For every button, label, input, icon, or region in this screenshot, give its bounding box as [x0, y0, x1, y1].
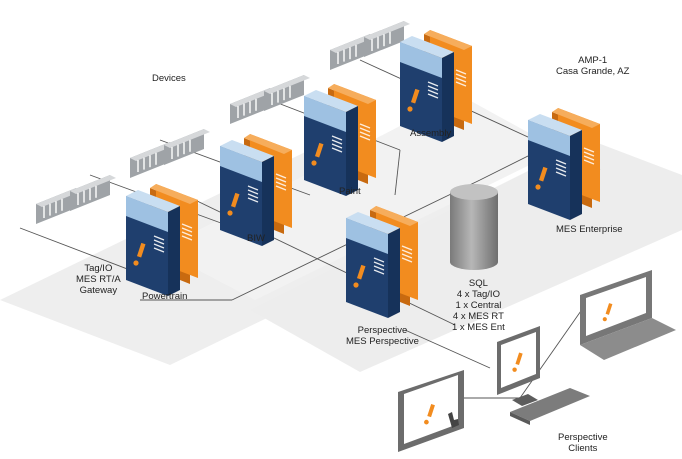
sql-line-3: 1 x Central [455, 300, 502, 311]
server-perspective-icon [346, 206, 418, 318]
sql-line-2: 4 x Tag/IO [456, 289, 500, 300]
perspective-server-line-2: MES Perspective [346, 336, 419, 347]
sql-line-4: 4 x MES RT [452, 311, 504, 322]
assembly-label: Assembly [410, 128, 452, 139]
keyboard-icon [510, 388, 590, 425]
gateway-line-1: Tag/IO [84, 263, 113, 274]
device-icon [229, 74, 311, 125]
device-icon [329, 20, 411, 71]
site-label: AMP-1 Casa Grande, AZ [556, 55, 629, 77]
powertrain-label: Powertrain [142, 291, 188, 302]
site-location: Casa Grande, AZ [556, 66, 630, 77]
server-paint-icon [304, 84, 376, 196]
devices-label: Devices [152, 73, 186, 84]
perspective-server-label: Perspective MES Perspective [346, 325, 419, 347]
server-biw-icon [220, 134, 292, 246]
device-icon [35, 174, 117, 225]
server-powertrain-icon [126, 184, 198, 296]
gateway-label: Tag/IO MES RT/A Gateway [76, 263, 121, 296]
perspective-server-line-1: Perspective [357, 325, 408, 336]
laptop-icon [580, 270, 676, 360]
perspective-clients [398, 270, 676, 452]
database-icon [450, 184, 498, 270]
sql-label: SQL 4 x Tag/IO 1 x Central 4 x MES RT 1 … [452, 278, 505, 333]
gateway-line-2: MES RT/A [76, 274, 121, 285]
mes-enterprise-label: MES Enterprise [556, 224, 623, 235]
touch-panel-icon [398, 370, 464, 452]
biw-label: BIW [247, 233, 265, 244]
clients-label: Perspective Clients [558, 432, 608, 454]
sql-line-5: 1 x MES Ent [452, 322, 505, 333]
clients-line-1: Perspective [558, 432, 608, 443]
server-assembly-icon [400, 30, 472, 142]
clients-line-2: Clients [568, 443, 598, 454]
paint-label: Paint [339, 186, 361, 197]
gateway-line-3: Gateway [79, 285, 118, 296]
site-name: AMP-1 [578, 55, 608, 66]
server-mes-enterprise-icon [528, 108, 600, 220]
sql-line-1: SQL [468, 278, 488, 289]
desktop-monitor-icon [497, 326, 540, 406]
